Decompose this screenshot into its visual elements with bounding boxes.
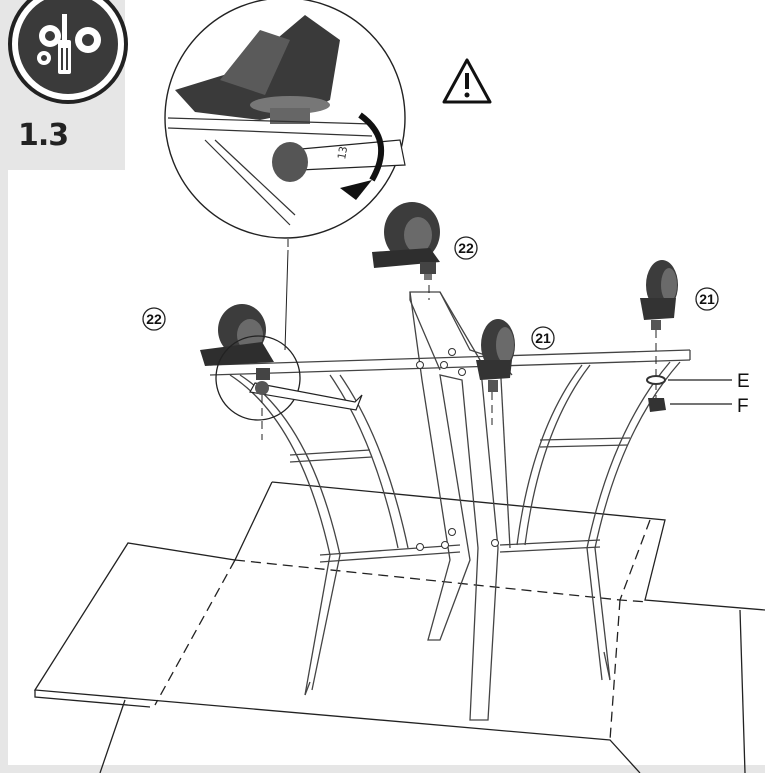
step-number: 1.3	[18, 118, 69, 153]
frame-bolts	[416, 348, 499, 551]
nut-f	[648, 398, 732, 412]
callout-label: 21	[699, 291, 715, 307]
washer-e	[646, 375, 732, 385]
callout-label: 22	[458, 240, 474, 256]
tools-gears-icon	[8, 0, 128, 104]
caster-21-center	[476, 319, 515, 392]
wrench-size-label: 13	[335, 145, 350, 160]
callout-21-right: 21	[695, 287, 719, 311]
floor-rug	[33, 481, 765, 774]
part-letter-f: F	[737, 396, 749, 417]
callout-21-center: 21	[531, 326, 555, 350]
caster-22-top	[372, 202, 440, 280]
callout-label: 22	[146, 311, 162, 327]
detail-circle-large: 13	[164, 0, 406, 239]
callout-label: 21	[535, 330, 551, 346]
caster-22-left	[200, 304, 274, 380]
caster-21-right	[640, 260, 678, 330]
frame	[209, 291, 691, 721]
callout-22-top: 22	[454, 236, 478, 260]
part-letter-e: E	[737, 371, 750, 392]
detail-circle-small	[215, 335, 363, 421]
callout-22-left: 22	[142, 307, 166, 331]
warning-triangle-icon	[442, 58, 492, 104]
